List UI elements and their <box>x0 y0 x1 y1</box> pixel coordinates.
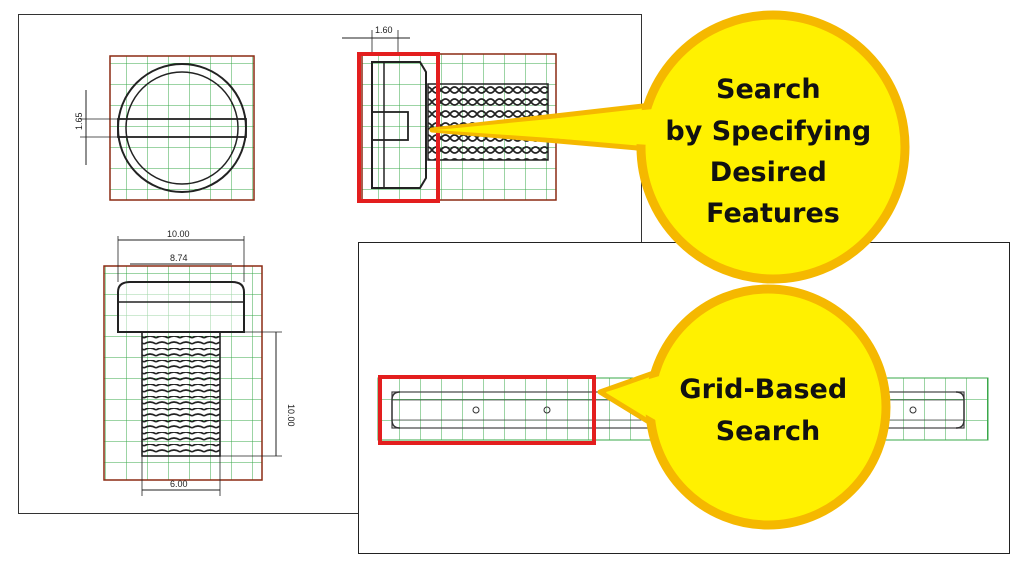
callout-grid-search: Grid-Based Search <box>597 284 891 530</box>
callout-line: Search <box>716 416 821 447</box>
svg-text:Grid-Based Search: Grid-Based Search <box>679 374 856 447</box>
callout-line: Search <box>716 74 821 105</box>
slot <box>117 118 247 138</box>
grid-highlight-box <box>378 375 596 445</box>
dim-head-diameter: 10.00 <box>167 229 190 239</box>
callout-line: Features <box>706 198 840 229</box>
top-view-head: 1.65 <box>74 55 255 201</box>
callout-line: Desired <box>710 157 827 188</box>
dim-slot-width: 1.65 <box>74 112 84 130</box>
dim-head-top-width: 8.74 <box>170 253 188 263</box>
callout-line: Grid-Based <box>679 374 847 405</box>
dim-thread-diameter: 6.00 <box>170 479 188 489</box>
callout-feature-search: Search by Specifying Desired Features <box>429 10 910 284</box>
dim-thread-length: 10.00 <box>286 404 296 427</box>
front-view: 10.00 8.74 10.00 6.00 <box>103 229 296 496</box>
grid-frame <box>109 55 255 201</box>
side-view-horizontal: 1.60 <box>342 25 557 203</box>
dim-head-height: 1.60 <box>375 25 393 35</box>
callout-line: by Specifying <box>665 116 871 147</box>
svg-text:Search by Specifying: Search by Specifying Desired Features <box>665 74 880 229</box>
